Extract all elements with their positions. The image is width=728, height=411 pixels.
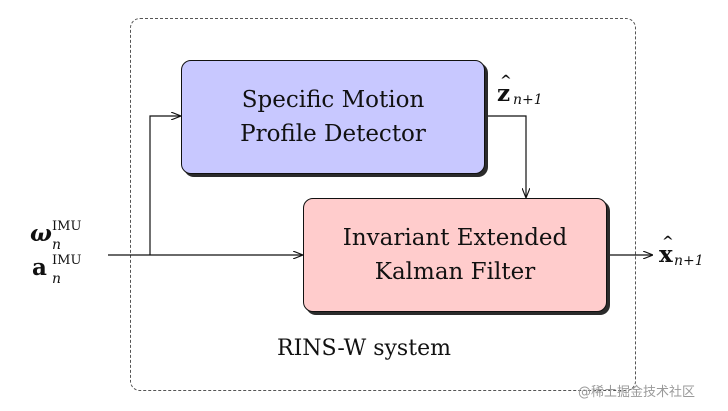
kalman-filter-block: Invariant Extended Kalman Filter [303, 198, 607, 312]
angular-rate-superscript: IMU [52, 219, 82, 234]
state-subscript: n+1 [674, 253, 704, 269]
acceleration-input-label: a IMU n [32, 253, 92, 287]
state-hat: ^ [662, 234, 674, 250]
zupt-output-label: ^ z n+1 [497, 74, 567, 112]
branch-to-detector-line [149, 116, 180, 255]
zupt-symbol: z [497, 80, 511, 107]
kalman-filter-label-line2: Kalman Filter [374, 259, 536, 285]
zupt-subscript: n+1 [513, 92, 543, 108]
system-label: RINS-W system [277, 336, 451, 361]
motion-detector-label-line2: Profile Detector [240, 121, 426, 147]
motion-detector-label-line1: Specific Motion [241, 87, 425, 113]
angular-rate-input-label: ω IMU n [30, 219, 90, 253]
zupt-hat: ^ [500, 73, 512, 89]
acceleration-superscript: IMU [52, 253, 82, 268]
acceleration-symbol: a [32, 254, 47, 281]
watermark: @稀土掘金技术社区 [578, 385, 696, 400]
state-symbol: x [659, 241, 673, 268]
detector-to-filter-line [486, 115, 526, 197]
motion-profile-detector-block: Specific Motion Profile Detector [181, 60, 485, 174]
state-output-label: ^ x n+1 [659, 235, 728, 273]
kalman-filter-label-line1: Invariant Extended [342, 225, 568, 251]
angular-rate-symbol: ω [30, 220, 52, 247]
system-boundary [130, 18, 636, 391]
angular-rate-subscript: n [52, 237, 62, 253]
acceleration-subscript: n [52, 271, 62, 287]
